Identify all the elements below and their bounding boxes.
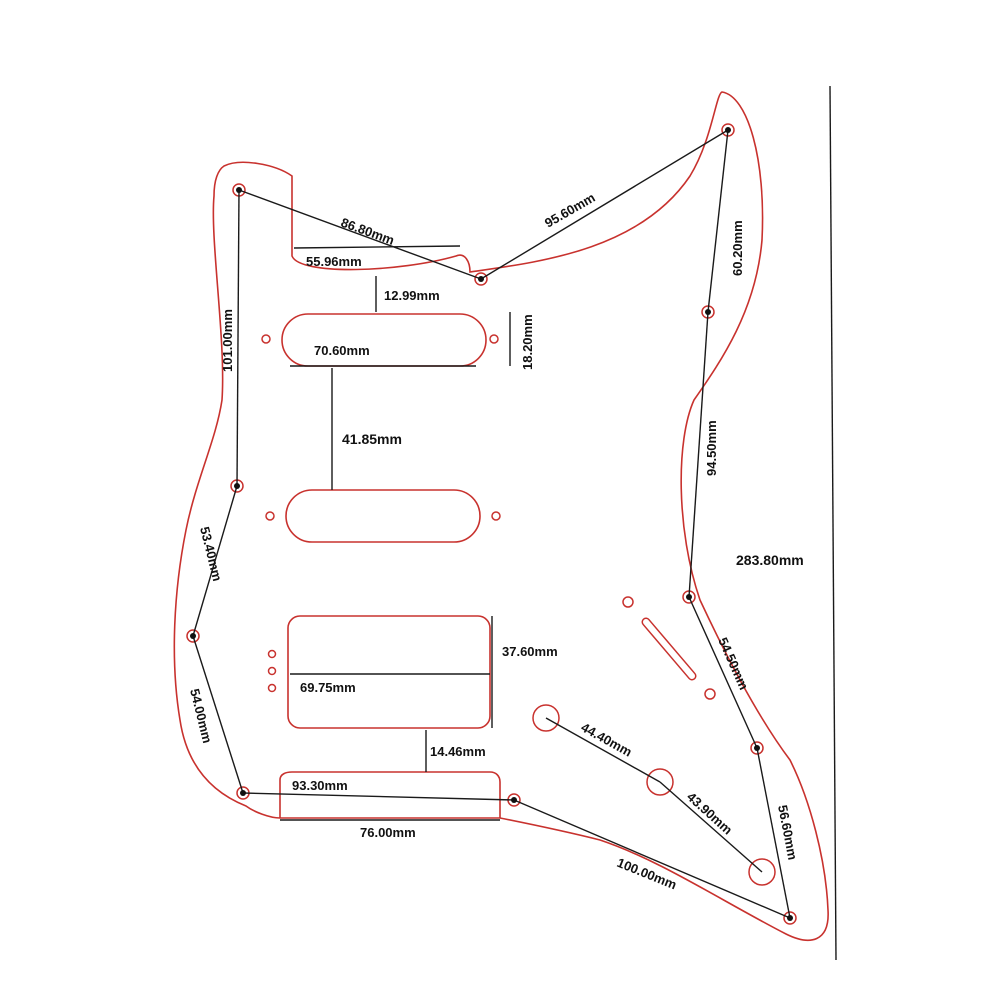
dim-line-44-40 [545, 717, 661, 783]
endpoint-dot [511, 797, 517, 803]
endpoint-dot [705, 309, 711, 315]
dim-line-53-40 [192, 485, 238, 637]
dimension-endpoints [190, 127, 793, 921]
label-54-00: 54.00mm [187, 687, 215, 745]
middle-pickup-mount-hole-left [265, 511, 275, 521]
middle-pickup-cutout [285, 489, 481, 543]
dim-line-56-60 [756, 747, 791, 919]
endpoint-dot [686, 594, 692, 600]
humbucker-mount-hole-3 [267, 683, 277, 693]
neck-pickup-cutout [281, 313, 487, 367]
label-14-46: 14.46mm [430, 744, 486, 759]
endpoint-dot [240, 790, 246, 796]
endpoint-dot [754, 745, 760, 751]
dim-line-100-00 [513, 799, 791, 919]
switch-mount-hole-top [622, 596, 634, 608]
neck-pickup-mount-hole-left [261, 334, 271, 344]
label-94-50: 94.50mm [704, 420, 719, 476]
screw-holes [186, 123, 797, 925]
neck-pickup-mount-hole-right [489, 334, 499, 344]
humbucker-mount-hole-1 [267, 649, 277, 659]
dim-line-93-30 [242, 792, 515, 801]
endpoint-dot [234, 483, 240, 489]
label-60-20: 60.20mm [730, 220, 745, 276]
label-37-60: 37.60mm [502, 644, 558, 659]
humbucker-cutout [287, 615, 491, 729]
label-41-85: 41.85mm [342, 431, 402, 447]
label-12-99: 12.99mm [384, 288, 440, 303]
label-70-60: 70.60mm [314, 343, 370, 358]
switch-mount-hole-bottom [704, 688, 716, 700]
label-53-40: 53.40mm [197, 525, 225, 583]
dim-line-101-00 [236, 189, 240, 487]
label-100-00: 100.00mm [615, 855, 679, 892]
label-93-30: 93.30mm [292, 778, 348, 793]
label-55-96: 55.96mm [306, 254, 362, 269]
dim-line-94-50 [688, 311, 709, 598]
label-44-40: 44.40mm [579, 720, 635, 760]
dim-line-54-50 [688, 596, 758, 749]
dim-line-55-96 [293, 245, 461, 249]
endpoint-dot [190, 633, 196, 639]
label-54-50: 54.50mm [715, 635, 751, 692]
middle-pickup-mount-hole-right [491, 511, 501, 521]
label-18-20: 18.20mm [520, 314, 535, 370]
pickguard-outline [173, 91, 829, 942]
endpoint-dot [725, 127, 731, 133]
endpoint-dot [478, 276, 484, 282]
switch-slot-inner [643, 619, 695, 679]
label-56-60: 56.60mm [775, 804, 800, 861]
endpoint-dot [787, 915, 793, 921]
dim-line-60-20 [707, 129, 729, 313]
endpoint-dot [236, 187, 242, 193]
dim-line-283-80 [829, 85, 837, 961]
dim-line-54-00 [192, 635, 244, 794]
dim-line-95-60 [480, 129, 729, 280]
bridge-edge-cutout [279, 771, 501, 818]
label-76-00: 76.00mm [360, 825, 416, 840]
humbucker-mount-hole-2 [267, 666, 277, 676]
label-283-80: 283.80mm [736, 552, 804, 568]
dim-line-43-90 [659, 781, 763, 873]
dimension-lines [192, 85, 837, 961]
dim-line-86-80 [238, 189, 482, 280]
label-86-80: 86.80mm [339, 215, 396, 248]
label-69-75: 69.75mm [300, 680, 356, 695]
label-101-00: 101.00mm [220, 309, 235, 372]
label-95-60: 95.60mm [542, 190, 598, 231]
label-43-90: 43.90mm [684, 789, 735, 837]
